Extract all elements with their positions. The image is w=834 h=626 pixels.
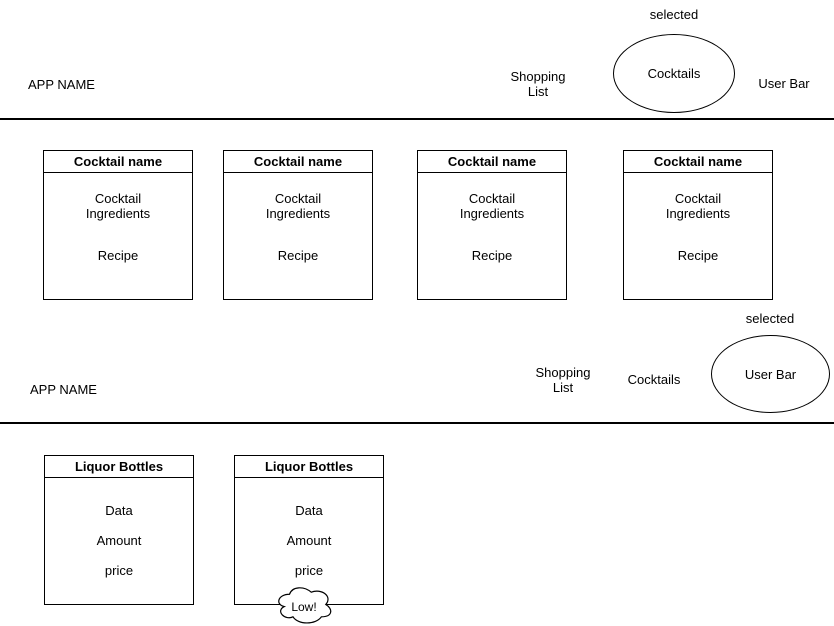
card-price-label: price bbox=[294, 563, 324, 578]
nav-item-user-bar-label: User Bar bbox=[744, 366, 797, 382]
card-title: Cocktail name bbox=[224, 151, 372, 173]
app-name-title: APP NAME bbox=[28, 77, 95, 92]
nav-item-shopping-list[interactable]: Shopping List bbox=[510, 69, 566, 99]
cocktail-card[interactable]: Cocktail name Cocktail Ingredients Recip… bbox=[223, 150, 373, 300]
liquor-card[interactable]: Liquor Bottles Data Amount price bbox=[234, 455, 384, 605]
card-recipe-label: Recipe bbox=[277, 248, 319, 263]
nav-item-shopping-list[interactable]: Shopping List bbox=[535, 365, 591, 395]
cocktail-card[interactable]: Cocktail name Cocktail Ingredients Recip… bbox=[43, 150, 193, 300]
header-divider bbox=[0, 422, 834, 424]
header-divider bbox=[0, 118, 834, 120]
low-stock-label: Low! bbox=[291, 599, 317, 614]
nav-item-cocktails[interactable]: Cocktails bbox=[627, 372, 681, 387]
selected-annotation: selected bbox=[745, 311, 795, 326]
nav-item-cocktails-label: Cocktails bbox=[647, 66, 701, 81]
card-data-label: Data bbox=[295, 503, 323, 518]
nav-item-cocktails-selected-ellipse[interactable]: Cocktails bbox=[613, 34, 735, 113]
card-amount-label: Amount bbox=[96, 533, 142, 548]
card-ingredients-label: Cocktail Ingredients bbox=[665, 191, 731, 221]
card-recipe-label: Recipe bbox=[677, 248, 719, 263]
card-ingredients-label: Cocktail Ingredients bbox=[265, 191, 331, 221]
card-ingredients-label: Cocktail Ingredients bbox=[85, 191, 151, 221]
card-data-label: Data bbox=[105, 503, 133, 518]
card-ingredients-label: Cocktail Ingredients bbox=[459, 191, 525, 221]
app-name-title: APP NAME bbox=[30, 382, 97, 397]
cocktail-card[interactable]: Cocktail name Cocktail Ingredients Recip… bbox=[623, 150, 773, 300]
card-title: Liquor Bottles bbox=[235, 456, 383, 478]
nav-item-user-bar-selected-ellipse[interactable]: User Bar bbox=[711, 335, 830, 413]
card-title: Cocktail name bbox=[418, 151, 566, 173]
cloud-icon bbox=[278, 587, 332, 624]
nav-item-user-bar[interactable]: User Bar bbox=[758, 76, 810, 91]
low-stock-callout: Low! bbox=[275, 584, 333, 625]
liquor-card[interactable]: Liquor Bottles Data Amount price bbox=[44, 455, 194, 605]
card-title: Cocktail name bbox=[624, 151, 772, 173]
cocktail-card[interactable]: Cocktail name Cocktail Ingredients Recip… bbox=[417, 150, 567, 300]
card-amount-label: Amount bbox=[286, 533, 332, 548]
card-recipe-label: Recipe bbox=[97, 248, 139, 263]
card-title: Cocktail name bbox=[44, 151, 192, 173]
card-recipe-label: Recipe bbox=[471, 248, 513, 263]
selected-annotation: selected bbox=[649, 7, 699, 22]
card-price-label: price bbox=[104, 563, 134, 578]
card-title: Liquor Bottles bbox=[45, 456, 193, 478]
